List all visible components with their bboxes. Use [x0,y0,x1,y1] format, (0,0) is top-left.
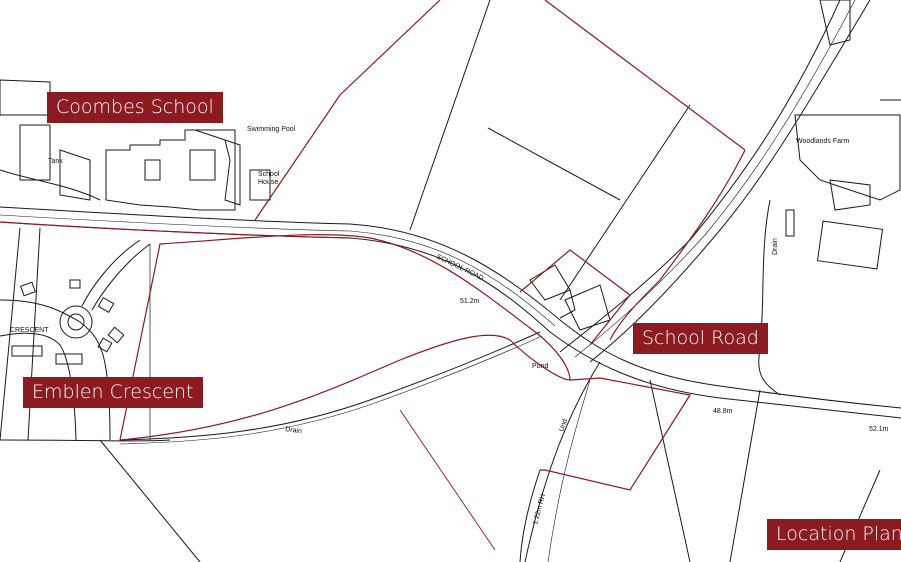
woodlands-farm-buildings [785,0,901,270]
map-text-drain-1: Drain [285,426,303,435]
map-text-und: Und [558,418,569,433]
map-text-school-house-1: School [258,171,280,178]
crescent-houses [11,279,125,365]
map-text-swimming-pool: Swimming Pool [247,126,296,133]
junction-buildings [529,264,611,331]
label-emblen-crescent: Emblen Crescent [23,377,203,408]
map-text-tank: Tank [48,158,63,165]
map-text-spot-height-3: 52.1m [869,426,889,433]
map-text-spot-height-2: 48.8m [713,408,733,415]
side-road-east [589,0,871,363]
road-frontage-boundary [0,221,351,239]
map-text-spot-height-1: 51.2m [460,298,480,305]
label-school-road: School Road [633,323,768,354]
map-text-drain-2: Drain [772,238,779,255]
map-text-ditch-height: 1.22m RH [532,493,547,525]
drain [119,331,541,441]
road-edge-north [0,206,901,409]
map-text-crescent: CRESCENT [10,327,49,334]
map-text-woodlands-farm: Woodlands Farm [796,138,849,145]
crescent-roundabout [59,305,93,339]
label-location-plan: Location Plan [767,519,901,550]
label-coombes-school: Coombes School [47,92,223,123]
west-field-boundary [119,234,571,441]
map-text-pond: Pond [532,363,548,370]
map-text-school-house-2: House [258,179,278,186]
map-text-school-road: SCHOOL ROAD [435,254,484,283]
site-boundary [0,0,746,551]
side-road-west [559,0,841,353]
north-boundary [254,0,441,221]
